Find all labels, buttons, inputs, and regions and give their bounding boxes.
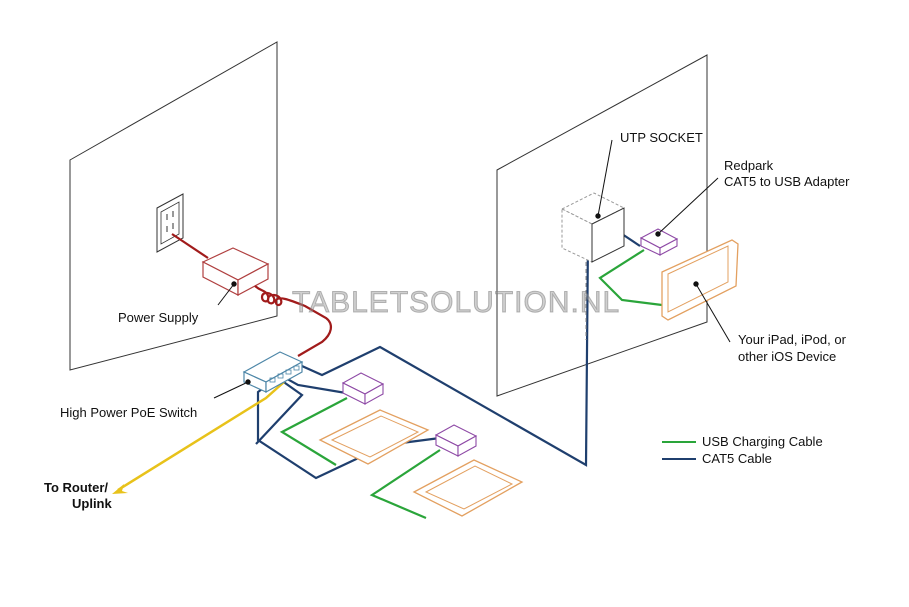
- uplink-arrow: [112, 484, 128, 494]
- tablet-middle: [318, 409, 430, 465]
- poe-switch-label: High Power PoE Switch: [60, 405, 198, 420]
- legend-swatch-usb: [662, 440, 696, 443]
- callout-lines: [213, 139, 731, 399]
- legend-label-cat5: CAT5 Cable: [702, 451, 772, 466]
- watermark: TABLETSOLUTION.NL: [291, 286, 621, 320]
- power-supply-label: Power Supply: [118, 310, 199, 325]
- ios-device-label-line2: other iOS Device: [738, 349, 837, 364]
- uplink-cable: [117, 381, 285, 492]
- utp-socket-box: [560, 192, 626, 263]
- router-label-line2: Uplink: [72, 496, 112, 511]
- router-label-line1: To Router/: [44, 480, 109, 495]
- wall-outlet: [156, 193, 184, 253]
- legend-swatch-cat5: [662, 457, 696, 460]
- legend-item-cat5: CAT5 Cable: [662, 451, 772, 466]
- utp-socket-label: UTP SOCKET: [620, 130, 703, 145]
- legend-label-usb: USB Charging Cable: [702, 434, 823, 449]
- power-cord: [171, 233, 209, 259]
- usb-cables: [279, 249, 663, 520]
- adapter-right: [639, 228, 679, 256]
- power-supply-box: [201, 247, 270, 296]
- tablet-right: [661, 239, 739, 321]
- ios-device-label-line1: Your iPad, iPod, or: [738, 332, 846, 347]
- adapter-lower: [434, 424, 478, 457]
- power-cable-to-switch: [254, 285, 332, 357]
- adapter-label-line2: CAT5 to USB Adapter: [724, 174, 850, 189]
- legend-item-usb: USB Charging Cable: [662, 434, 823, 449]
- left-wall: [69, 41, 278, 371]
- right-wall: [496, 54, 708, 397]
- tablet-lower: [412, 459, 524, 517]
- adapter-middle: [341, 372, 385, 405]
- poe-switch-box: [242, 351, 304, 394]
- adapter-label-line1: Redpark: [724, 158, 774, 173]
